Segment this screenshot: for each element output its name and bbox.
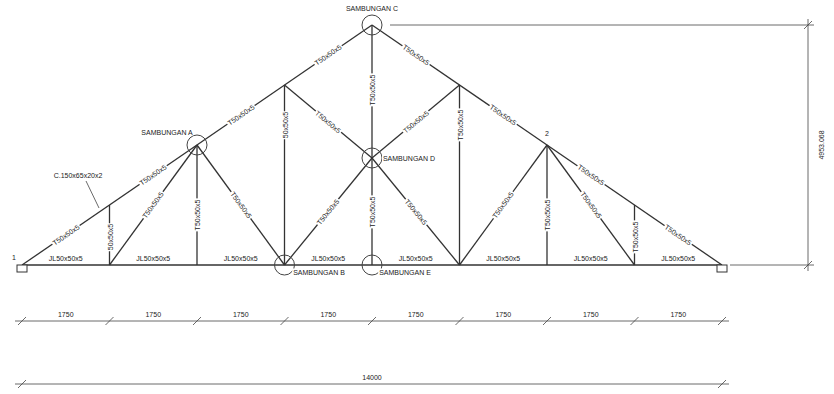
member-size: JL50x50x5 (135, 255, 171, 262)
member-size: T50x50x5 (491, 190, 516, 221)
steel-member (110, 145, 198, 265)
member-size: T50x50x5 (138, 163, 169, 187)
member-size: T50x50x5 (194, 199, 201, 232)
member-size: T50x50x5 (403, 197, 429, 227)
dimension-value: 1750 (582, 311, 600, 318)
dimension-line (730, 265, 814, 266)
member-size: T50x50x5 (141, 190, 166, 221)
dimension-line (15, 384, 729, 385)
truss-members (22, 25, 722, 265)
steel-member (22, 25, 372, 265)
joint-name: SAMBUNGAN A (140, 129, 193, 136)
dimension-line (804, 21, 812, 29)
dimension-value: 1750 (232, 311, 250, 318)
dimension-line (718, 317, 726, 325)
joint-name: SAMBUNGAN B (292, 269, 346, 276)
member-size: T50x50x5 (50, 223, 81, 247)
dimension-value: 1750 (144, 311, 162, 318)
steel-member (197, 145, 285, 265)
steel-member (285, 158, 373, 265)
steel-member (371, 25, 372, 265)
member-size: JL50x50x5 (310, 255, 346, 262)
member-size: T50x50x5 (369, 74, 376, 107)
member-size: T50x50x5 (401, 108, 431, 134)
dimension-line (808, 19, 809, 271)
steel-member (372, 158, 460, 265)
steel-member (460, 145, 548, 265)
dimension-line (18, 380, 26, 388)
dimension-value: 1750 (57, 311, 75, 318)
dimension-line (368, 317, 376, 325)
member-size: T50x50x5 (313, 43, 344, 67)
member-size: JL50x50x5 (660, 255, 696, 262)
dimension-value: 1750 (494, 311, 512, 318)
dimension-value: 14000 (361, 374, 382, 381)
steel-member (547, 145, 635, 265)
dimension-line (631, 317, 639, 325)
dimension-value: 1750 (669, 311, 687, 318)
member-size: T50x50x5 (631, 221, 638, 254)
dimension-line (86, 181, 99, 208)
dimension-value: 1750 (319, 311, 337, 318)
joint-name: SAMBUNGAN C (345, 5, 399, 12)
dimension-line (390, 25, 814, 26)
dimension-line (281, 317, 289, 325)
steel-member (372, 85, 460, 158)
dimension-line (193, 317, 201, 325)
purlin-label: C.150x65x20x2 (53, 172, 104, 179)
member-size: JL50x50x5 (485, 255, 521, 262)
member-size: T50x50x5 (225, 103, 256, 127)
member-size: T50x50x5 (228, 190, 253, 221)
member-size: T50x50x5 (663, 223, 694, 247)
dimension-line (543, 317, 551, 325)
member-size: T50x50x5 (575, 163, 606, 187)
member-size: 50x50x5 (106, 223, 113, 251)
member-size: T50x50x5 (369, 196, 376, 229)
support-block (17, 265, 27, 272)
member-size: T50x50x5 (315, 197, 341, 227)
dimension-line (18, 317, 26, 325)
support-block (717, 265, 727, 272)
member-size: T50x50x5 (400, 43, 431, 67)
joint-name: SAMBUNGAN D (382, 155, 436, 162)
dimension-line (804, 261, 812, 269)
dimension-line (456, 317, 464, 325)
member-size: T50x50x5 (456, 109, 463, 142)
member-size: T50x50x5 (544, 199, 551, 232)
member-size: JL50x50x5 (398, 255, 434, 262)
dimension-value: 4953.068 (818, 129, 825, 160)
joint-name: SAMBUNGAN E (378, 269, 432, 276)
member-size: JL50x50x5 (48, 255, 84, 262)
joint-number: 2 (544, 130, 550, 137)
joint-circle (362, 148, 382, 168)
member-size: 50x50x5 (281, 111, 288, 139)
dimension-value: 1750 (407, 311, 425, 318)
member-size: JL50x50x5 (573, 255, 609, 262)
steel-member (285, 85, 373, 158)
member-size: JL50x50x5 (223, 255, 259, 262)
member-size: T50x50x5 (578, 190, 603, 221)
dimension-line (718, 380, 726, 388)
joint-number: 1 (11, 254, 17, 261)
joint-circle (362, 15, 382, 35)
steel-member (372, 25, 722, 265)
member-size: T50x50x5 (313, 108, 343, 134)
dimension-line (106, 317, 114, 325)
member-size: T50x50x5 (488, 103, 519, 127)
joint-circle (187, 135, 207, 155)
